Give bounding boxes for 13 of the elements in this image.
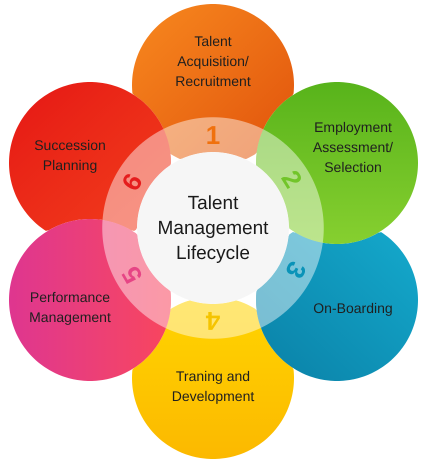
- petal-label: Employment Assessment/ Selection: [312, 118, 394, 177]
- step-number: 5: [118, 262, 148, 288]
- center-title: Talent Management Lifecycle: [156, 192, 270, 266]
- petal-label: Succession Planning: [33, 136, 107, 175]
- step-number: 6: [118, 168, 148, 194]
- petal-label: Traning and Development: [170, 367, 256, 406]
- step-number: 1: [206, 122, 220, 148]
- petal-label: Performance Management: [28, 288, 112, 327]
- step-number: 3: [281, 258, 311, 283]
- step-number: 4: [206, 308, 220, 334]
- petal-label: Talent Acquisition/ Recruitment: [174, 32, 252, 91]
- step-number: 2: [277, 166, 307, 192]
- petal-label: On-Boarding: [312, 299, 394, 318]
